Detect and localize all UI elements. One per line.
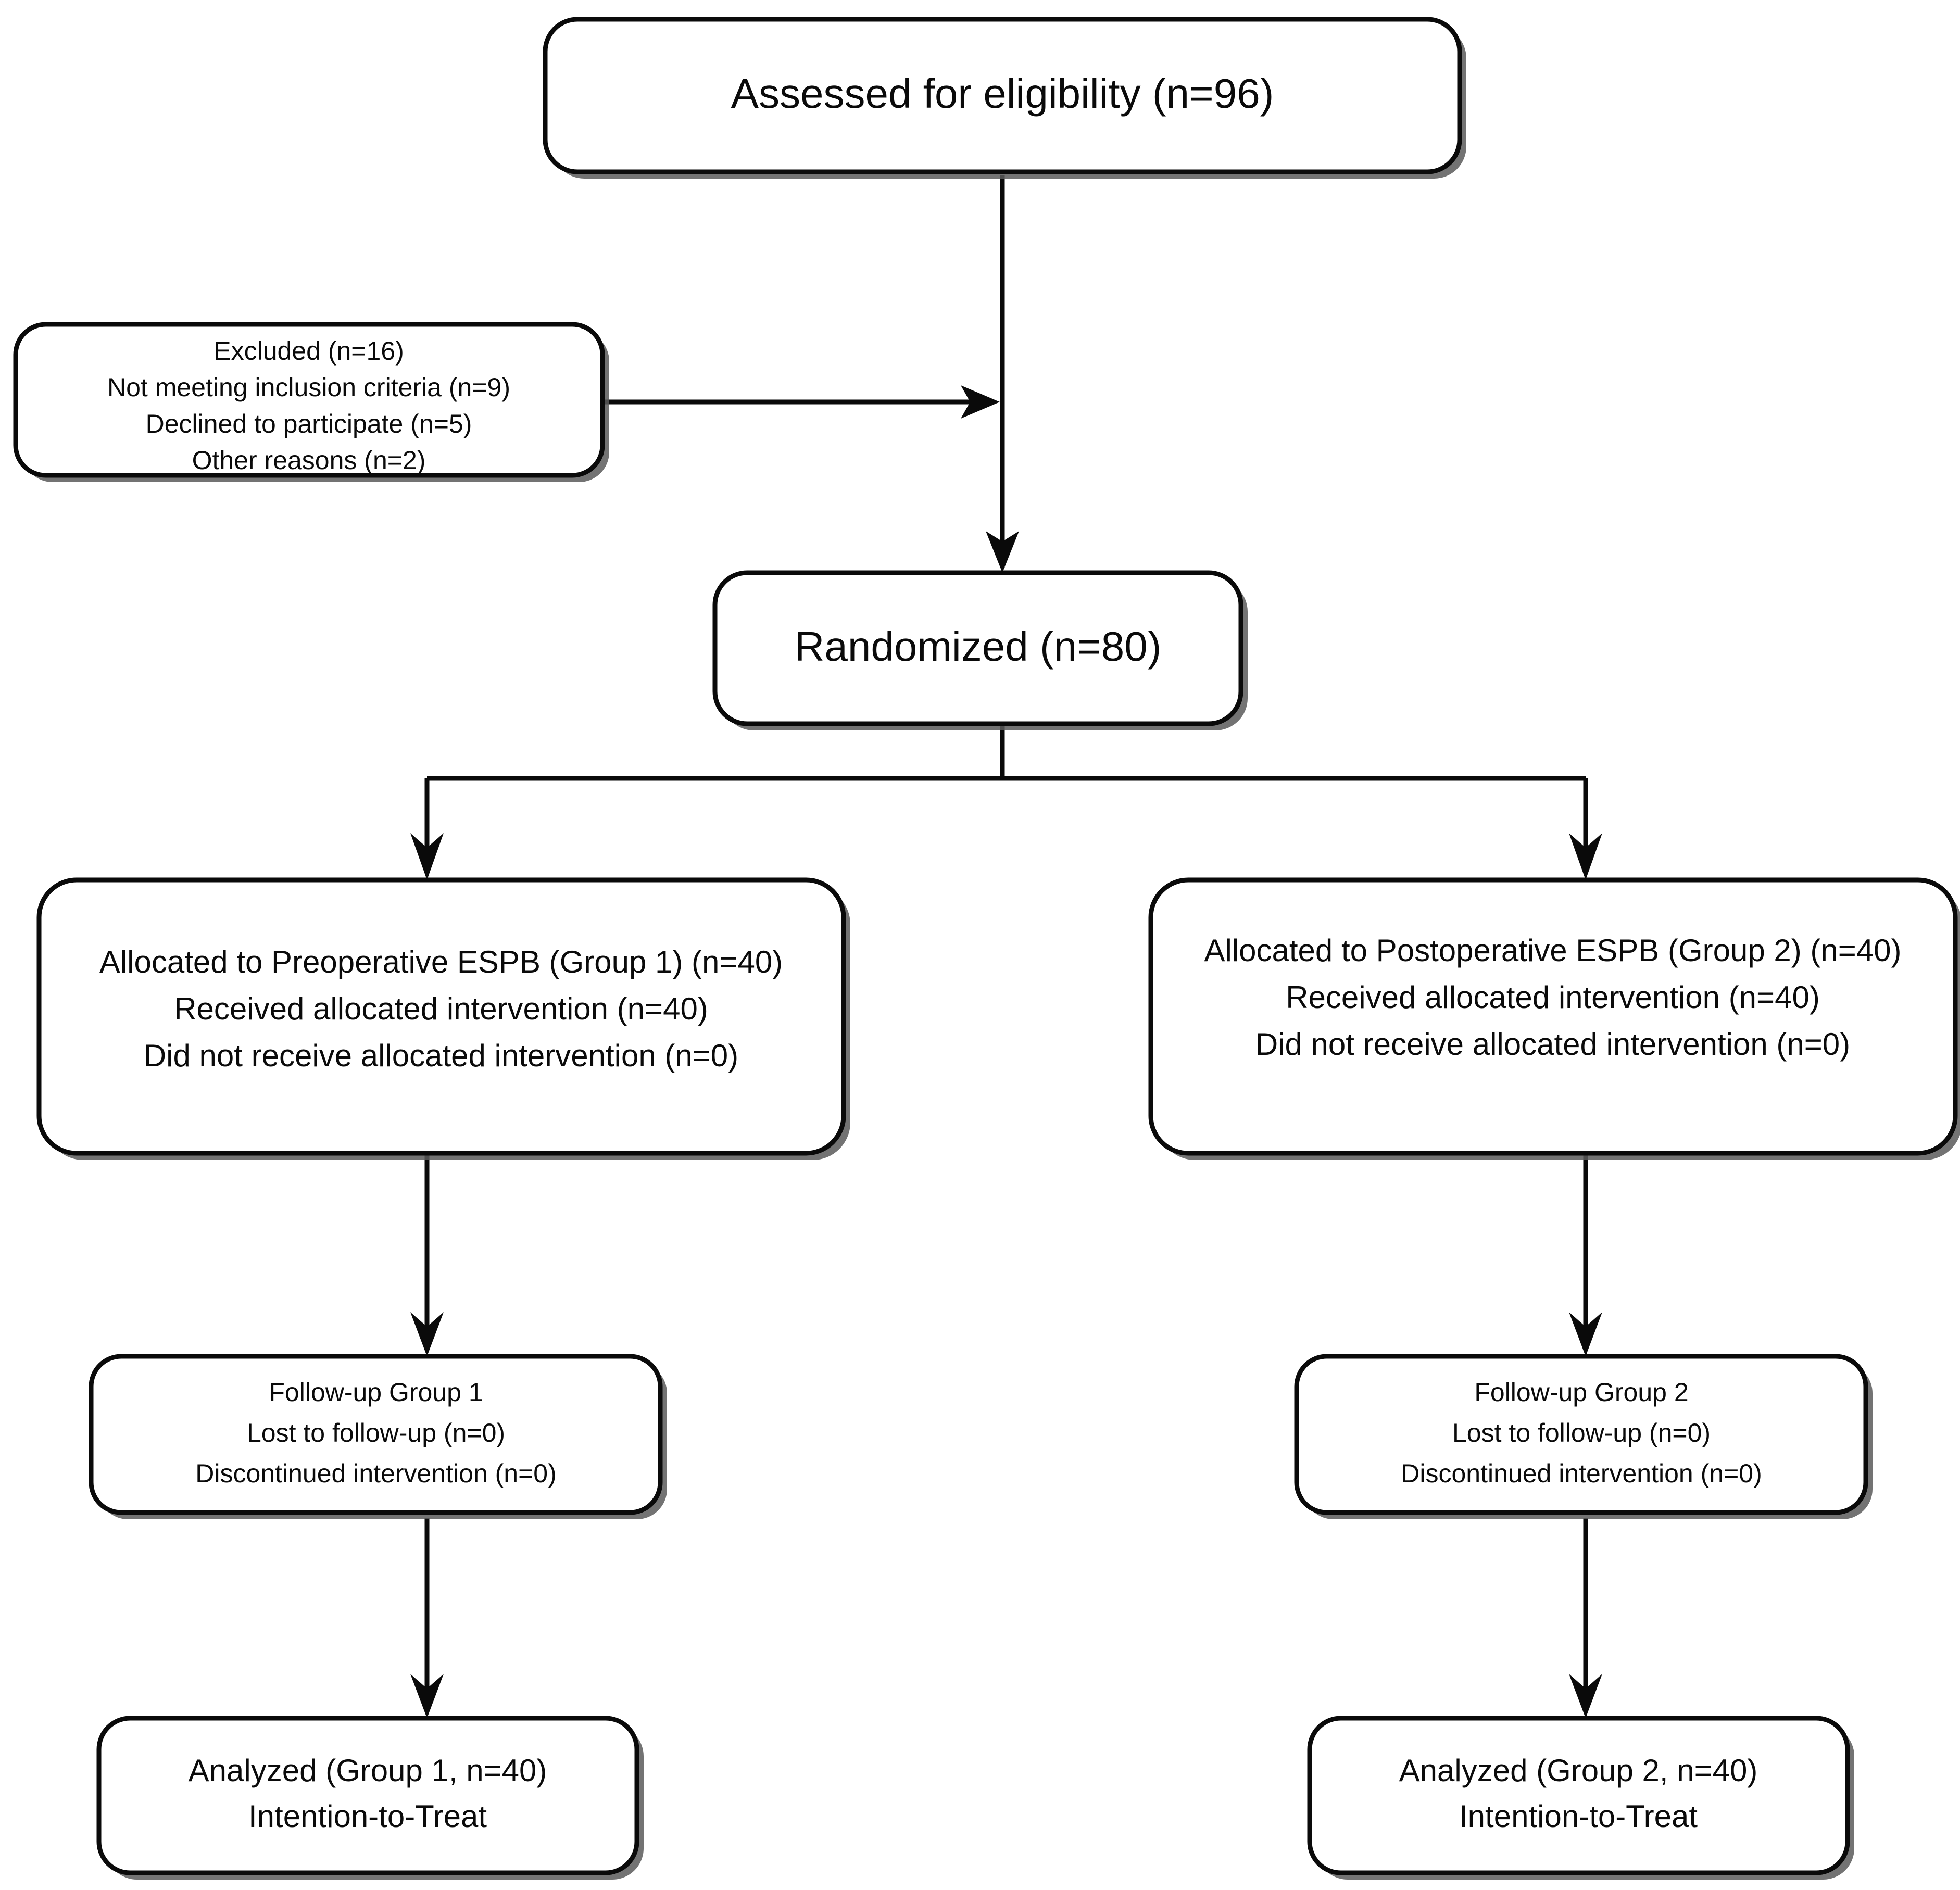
followup-left-line-2: Lost to follow-up (n=0) [247, 1418, 505, 1447]
allocated-right-line-2: Received allocated intervention (n=40) [1286, 980, 1820, 1015]
followup-right-line-3: Discontinued intervention (n=0) [1401, 1459, 1762, 1488]
arrowhead-analyzed-left [410, 1674, 444, 1718]
arrowhead-allocation-left [410, 833, 444, 880]
allocated-left-line-2: Received allocated intervention (n=40) [174, 991, 708, 1026]
arrowhead-analyzed-right [1569, 1674, 1602, 1718]
allocated-left-line-1: Allocated to Preoperative ESPB (Group 1)… [99, 944, 783, 979]
arrowhead-followup-right [1569, 1312, 1602, 1356]
randomized-line-1: Randomized (n=80) [795, 623, 1162, 670]
node-analyzed-group-2[interactable]: Analyzed (Group 2, n=40) Intention-to-Tr… [1307, 1716, 1854, 1880]
arrowhead-randomized [986, 531, 1019, 573]
excluded-line-4: Other reasons (n=2) [192, 446, 426, 475]
excluded-line-3: Declined to participate (n=5) [146, 409, 472, 438]
node-assessed-for-eligibility[interactable]: Assessed for eligibility (n=96) [543, 17, 1466, 179]
excluded-line-2: Not meeting inclusion criteria (n=9) [107, 373, 510, 402]
excluded-line-1: Excluded (n=16) [213, 336, 404, 366]
node-excluded[interactable]: Excluded (n=16) Not meeting inclusion cr… [13, 322, 609, 482]
analyzed-left-line-2: Intention-to-Treat [248, 1799, 487, 1834]
allocated-left-line-3: Did not receive allocated intervention (… [144, 1038, 738, 1073]
node-allocated-group-1[interactable]: Allocated to Preoperative ESPB (Group 1)… [36, 877, 850, 1160]
assessed-line-1: Assessed for eligibility (n=96) [731, 70, 1274, 117]
arrowhead-excluded [961, 385, 1000, 419]
followup-left-line-3: Discontinued intervention (n=0) [195, 1459, 556, 1488]
analyzed-right-line-2: Intention-to-Treat [1459, 1799, 1698, 1834]
followup-left-line-1: Follow-up Group 1 [269, 1378, 483, 1407]
node-followup-group-2[interactable]: Follow-up Group 2 Lost to follow-up (n=0… [1294, 1354, 1873, 1519]
followup-right-line-2: Lost to follow-up (n=0) [1452, 1418, 1711, 1447]
followup-right-line-1: Follow-up Group 2 [1474, 1378, 1688, 1407]
arrowhead-allocation-right [1569, 833, 1602, 880]
allocated-right-line-1: Allocated to Postoperative ESPB (Group 2… [1204, 933, 1901, 968]
node-randomized[interactable]: Randomized (n=80) [712, 570, 1248, 730]
node-followup-group-1[interactable]: Follow-up Group 1 Lost to follow-up (n=0… [89, 1354, 667, 1519]
node-analyzed-group-1[interactable]: Analyzed (Group 1, n=40) Intention-to-Tr… [96, 1716, 644, 1880]
analyzed-left-line-1: Analyzed (Group 1, n=40) [189, 1753, 547, 1788]
arrowhead-followup-left [410, 1312, 444, 1356]
analyzed-right-line-1: Analyzed (Group 2, n=40) [1399, 1753, 1758, 1788]
allocated-right-line-3: Did not receive allocated intervention (… [1255, 1027, 1850, 1062]
node-allocated-group-2[interactable]: Allocated to Postoperative ESPB (Group 2… [1148, 877, 1960, 1160]
